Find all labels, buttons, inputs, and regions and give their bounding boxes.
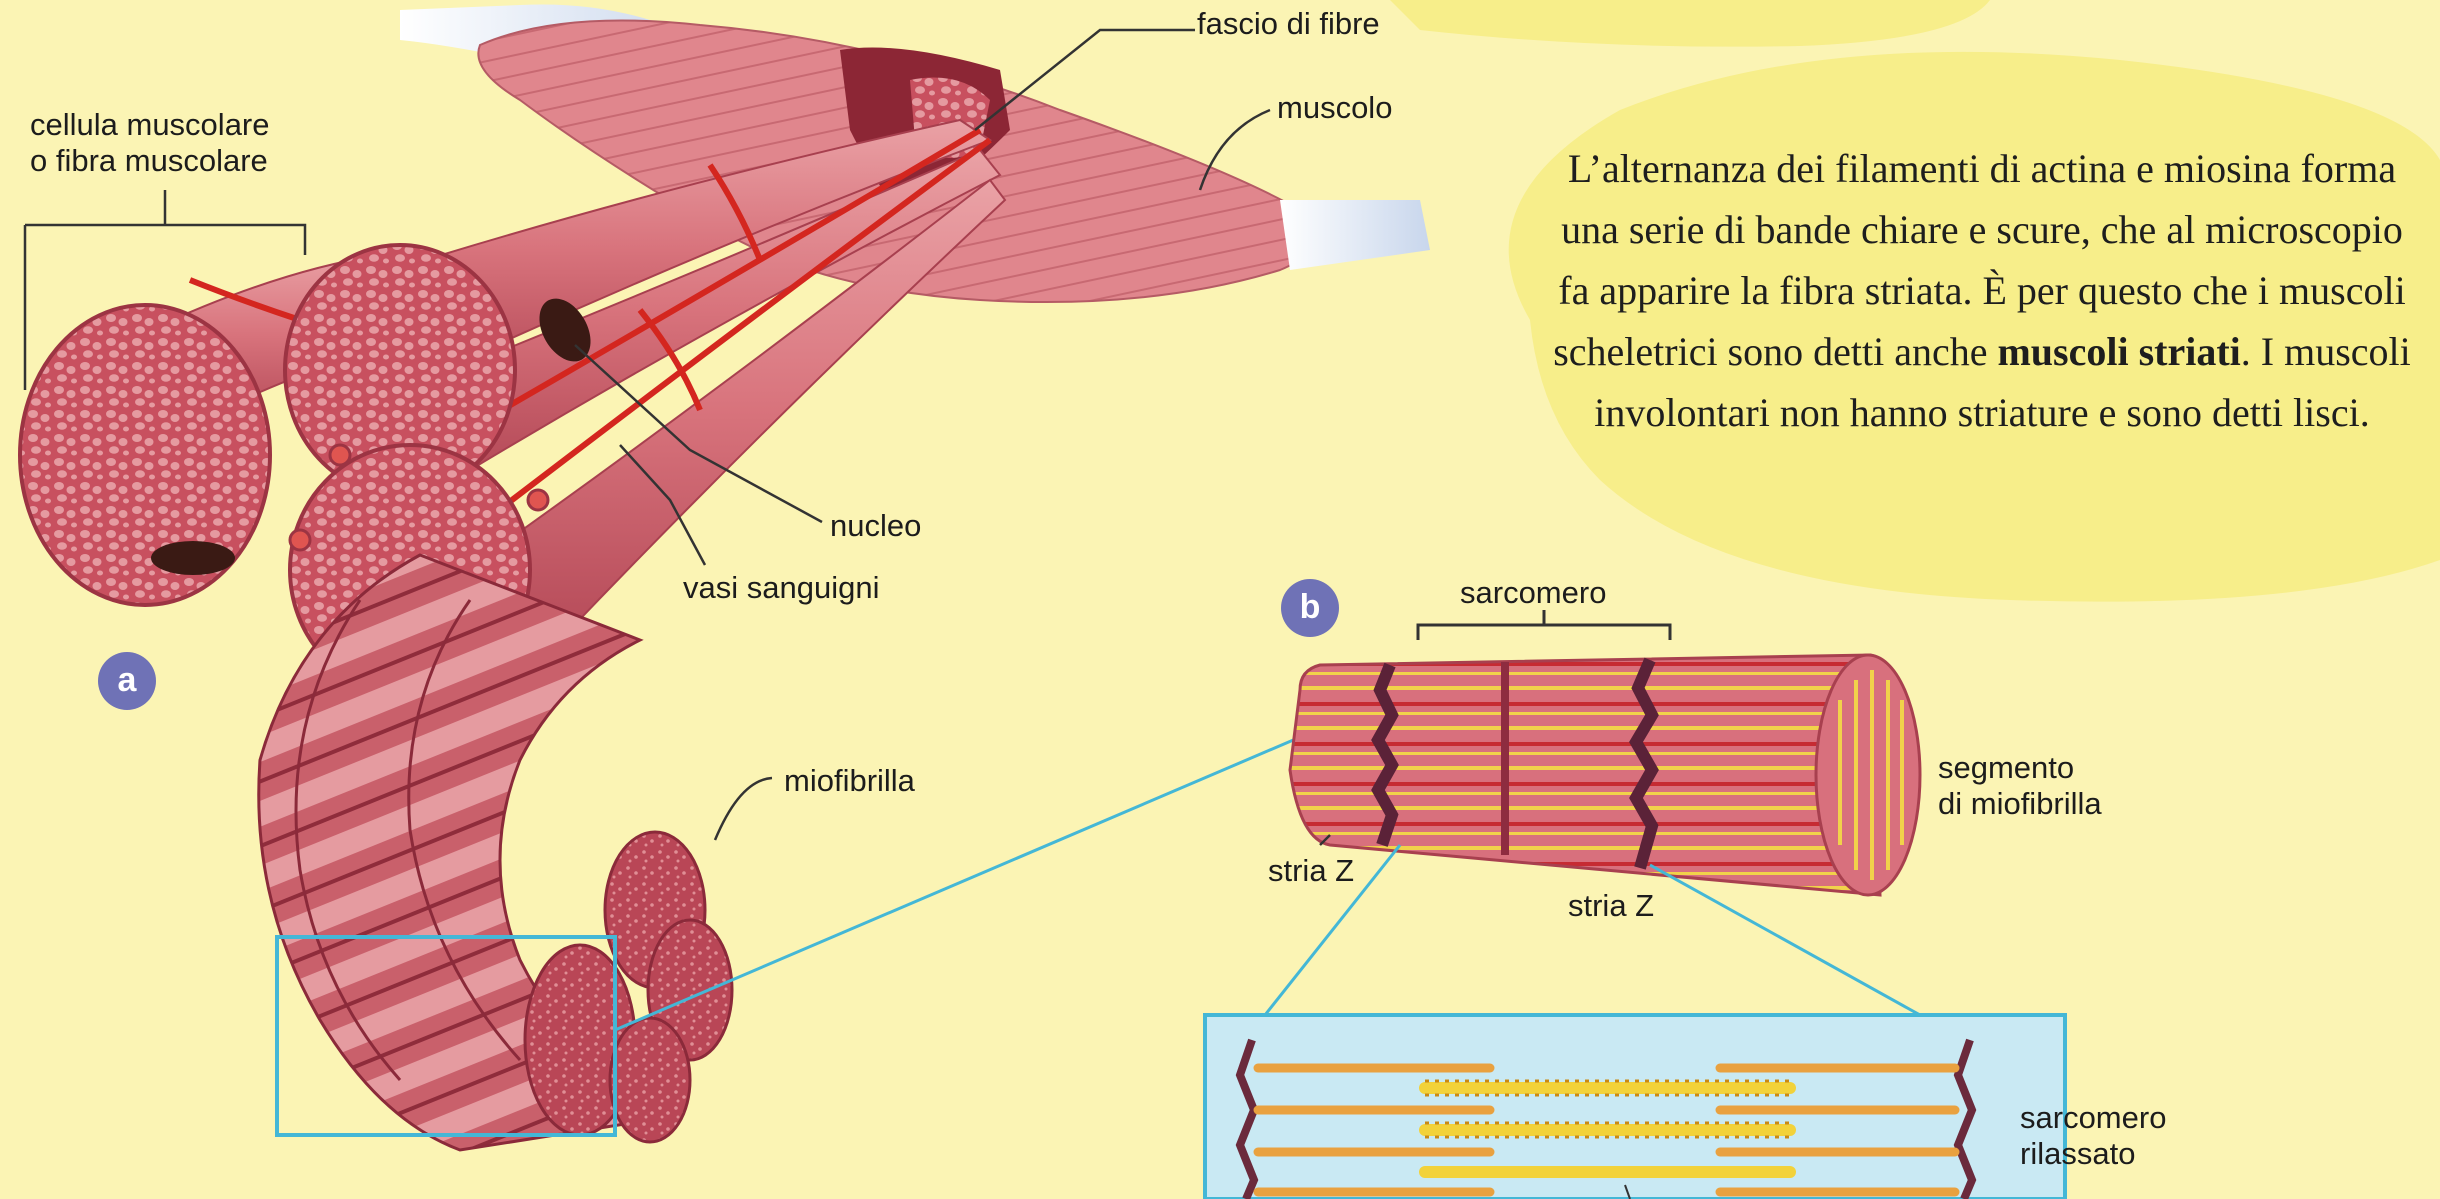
label-cellula-muscolare: cellula muscolare xyxy=(30,107,270,143)
label-segmento: segmento xyxy=(1938,750,2074,786)
label-vasi-sanguigni: vasi sanguigni xyxy=(683,570,879,606)
label-fascio-di-fibre: fascio di fibre xyxy=(1197,6,1380,42)
relaxed-sarcomere-box xyxy=(1205,1015,2065,1199)
explanation-text: L’alternanza dei filamenti di actina e m… xyxy=(1552,138,2412,443)
label-fibra-muscolare: o fibra muscolare xyxy=(30,143,268,179)
myofibril-bundle xyxy=(259,555,732,1150)
label-stria-z-left: stria Z xyxy=(1268,853,1354,889)
myofibril-segment xyxy=(1290,610,1920,895)
badge-a: a xyxy=(98,652,156,710)
label-muscolo: muscolo xyxy=(1277,90,1392,126)
label-sarcomero-rilassato-1: sarcomero xyxy=(2020,1100,2166,1136)
muscle-fibers xyxy=(150,120,1005,640)
label-miofibrilla: miofibrilla xyxy=(784,763,915,799)
explanation-bold: muscoli striati xyxy=(1997,329,2240,374)
callout-line-top xyxy=(615,735,1305,1030)
label-nucleo: nucleo xyxy=(830,508,921,544)
badge-b: b xyxy=(1281,579,1339,637)
label-stria-z-right: stria Z xyxy=(1568,888,1654,924)
label-di-miofibrilla: di miofibrilla xyxy=(1938,786,2102,822)
label-sarcomero: sarcomero xyxy=(1460,575,1606,611)
label-sarcomero-rilassato-2: rilassato xyxy=(2020,1136,2135,1172)
top-highlight-blob xyxy=(1390,0,1990,47)
